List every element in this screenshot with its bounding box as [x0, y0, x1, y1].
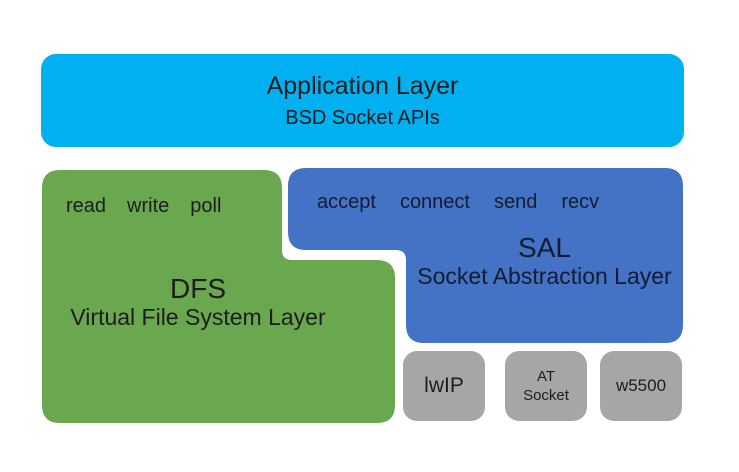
bsd-socket-apis-label: BSD Socket APIs [285, 106, 440, 129]
dfs-api-labels: read write poll [66, 195, 221, 217]
api-label-poll: poll [190, 195, 222, 217]
sal-acronym: SAL [518, 232, 571, 263]
api-label-connect: connect [399, 191, 470, 213]
api-label-recv: recv [561, 191, 600, 213]
dfs-acronym: DFS [170, 273, 226, 304]
api-label-read: read [66, 195, 107, 217]
sal-full-name: Socket Abstraction Layer [417, 263, 672, 289]
backend-label-lwip: lwIP [424, 374, 464, 397]
application-layer-title: Application Layer [266, 71, 459, 100]
dfs-layer-shape [42, 170, 395, 423]
dfs-full-name: Virtual File System Layer [70, 304, 326, 330]
backend-label-w5500: w5500 [615, 376, 667, 395]
sal-layer-shape [288, 168, 683, 343]
backend-label-at-line2: Socket [523, 387, 569, 404]
sal-title-block: SAL Socket Abstraction Layer [406, 232, 683, 290]
dfs-title-block: DFS Virtual File System Layer [42, 273, 354, 331]
backend-label-at-line1: AT [536, 368, 556, 385]
backend-box-lwip: lwIP [403, 351, 485, 421]
backend-box-w5500: w5500 [600, 351, 682, 421]
application-layer-box: Application Layer BSD Socket APIs [41, 54, 684, 147]
backend-box-at-socket: AT Socket [505, 351, 587, 421]
api-label-send: send [494, 191, 538, 213]
api-label-write: write [127, 195, 170, 217]
sal-api-labels: accept connect send recv [317, 191, 599, 213]
api-label-accept: accept [317, 191, 376, 213]
